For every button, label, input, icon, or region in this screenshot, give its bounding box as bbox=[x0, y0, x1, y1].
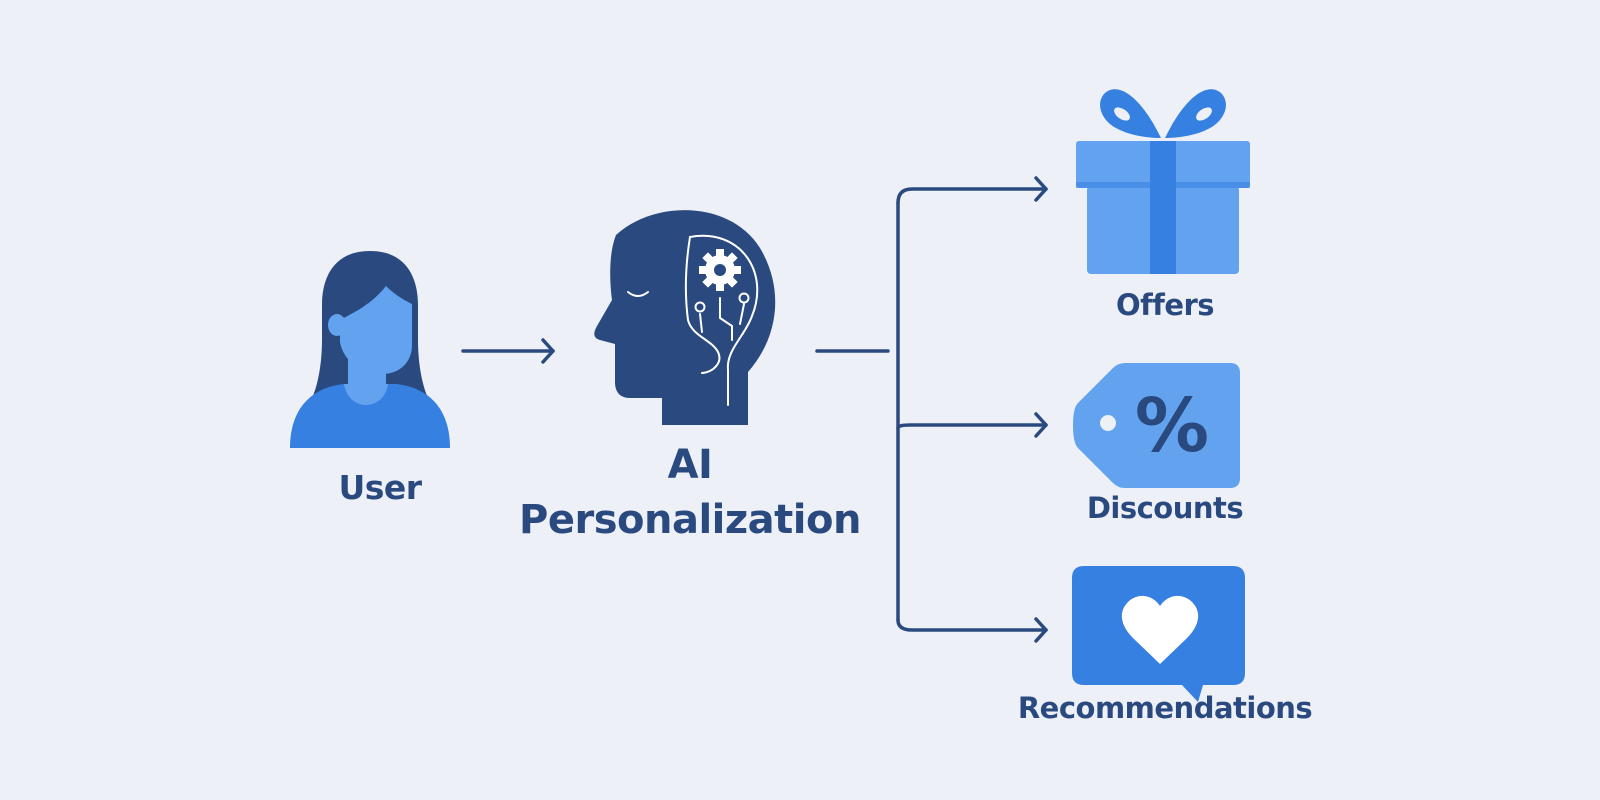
user-avatar-icon bbox=[290, 251, 450, 448]
node-label-recommendations: Recommendations bbox=[1017, 691, 1313, 725]
user-ear bbox=[328, 314, 346, 336]
ai-head-silhouette bbox=[594, 210, 776, 425]
ai-eye bbox=[627, 291, 649, 297]
gear-icon bbox=[699, 249, 741, 291]
ai-brain-circuit bbox=[684, 234, 759, 406]
node-label-ai-line1: AI bbox=[667, 442, 713, 488]
heart-speech-bubble-icon bbox=[1072, 566, 1245, 702]
gift-box-icon bbox=[1076, 89, 1250, 274]
arrowhead-offers bbox=[1034, 176, 1048, 202]
connector-to-offers bbox=[896, 187, 1048, 205]
percent-glyph: % bbox=[1135, 383, 1209, 469]
node-label-offers: Offers bbox=[1115, 288, 1215, 322]
arrowhead-recommendations bbox=[1034, 617, 1048, 643]
connector-to-recommendations bbox=[896, 618, 1048, 632]
connector-to-discounts bbox=[896, 423, 1048, 430]
heart-icon bbox=[1121, 595, 1199, 664]
tag-body bbox=[1073, 363, 1240, 488]
percent-tag-icon: % bbox=[1073, 363, 1240, 488]
branch-connectors bbox=[815, 176, 1048, 643]
gift-bow-right bbox=[1165, 89, 1226, 138]
node-label-ai-line2: Personalization bbox=[519, 497, 861, 543]
arrow-user-to-ai bbox=[461, 338, 555, 364]
gift-ribbon bbox=[1150, 141, 1176, 274]
user-face bbox=[340, 286, 412, 374]
tag-hole bbox=[1100, 415, 1116, 431]
node-label-user: User bbox=[338, 468, 422, 507]
arrowhead-discounts bbox=[1034, 412, 1048, 438]
user-body bbox=[290, 384, 450, 448]
node-label-ai-personalization: AI Personalization bbox=[480, 438, 900, 548]
ai-head-circuit-icon bbox=[594, 210, 776, 425]
node-label-discounts: Discounts bbox=[1086, 491, 1244, 525]
gift-bow-left bbox=[1100, 89, 1161, 138]
user-collar bbox=[344, 384, 388, 405]
